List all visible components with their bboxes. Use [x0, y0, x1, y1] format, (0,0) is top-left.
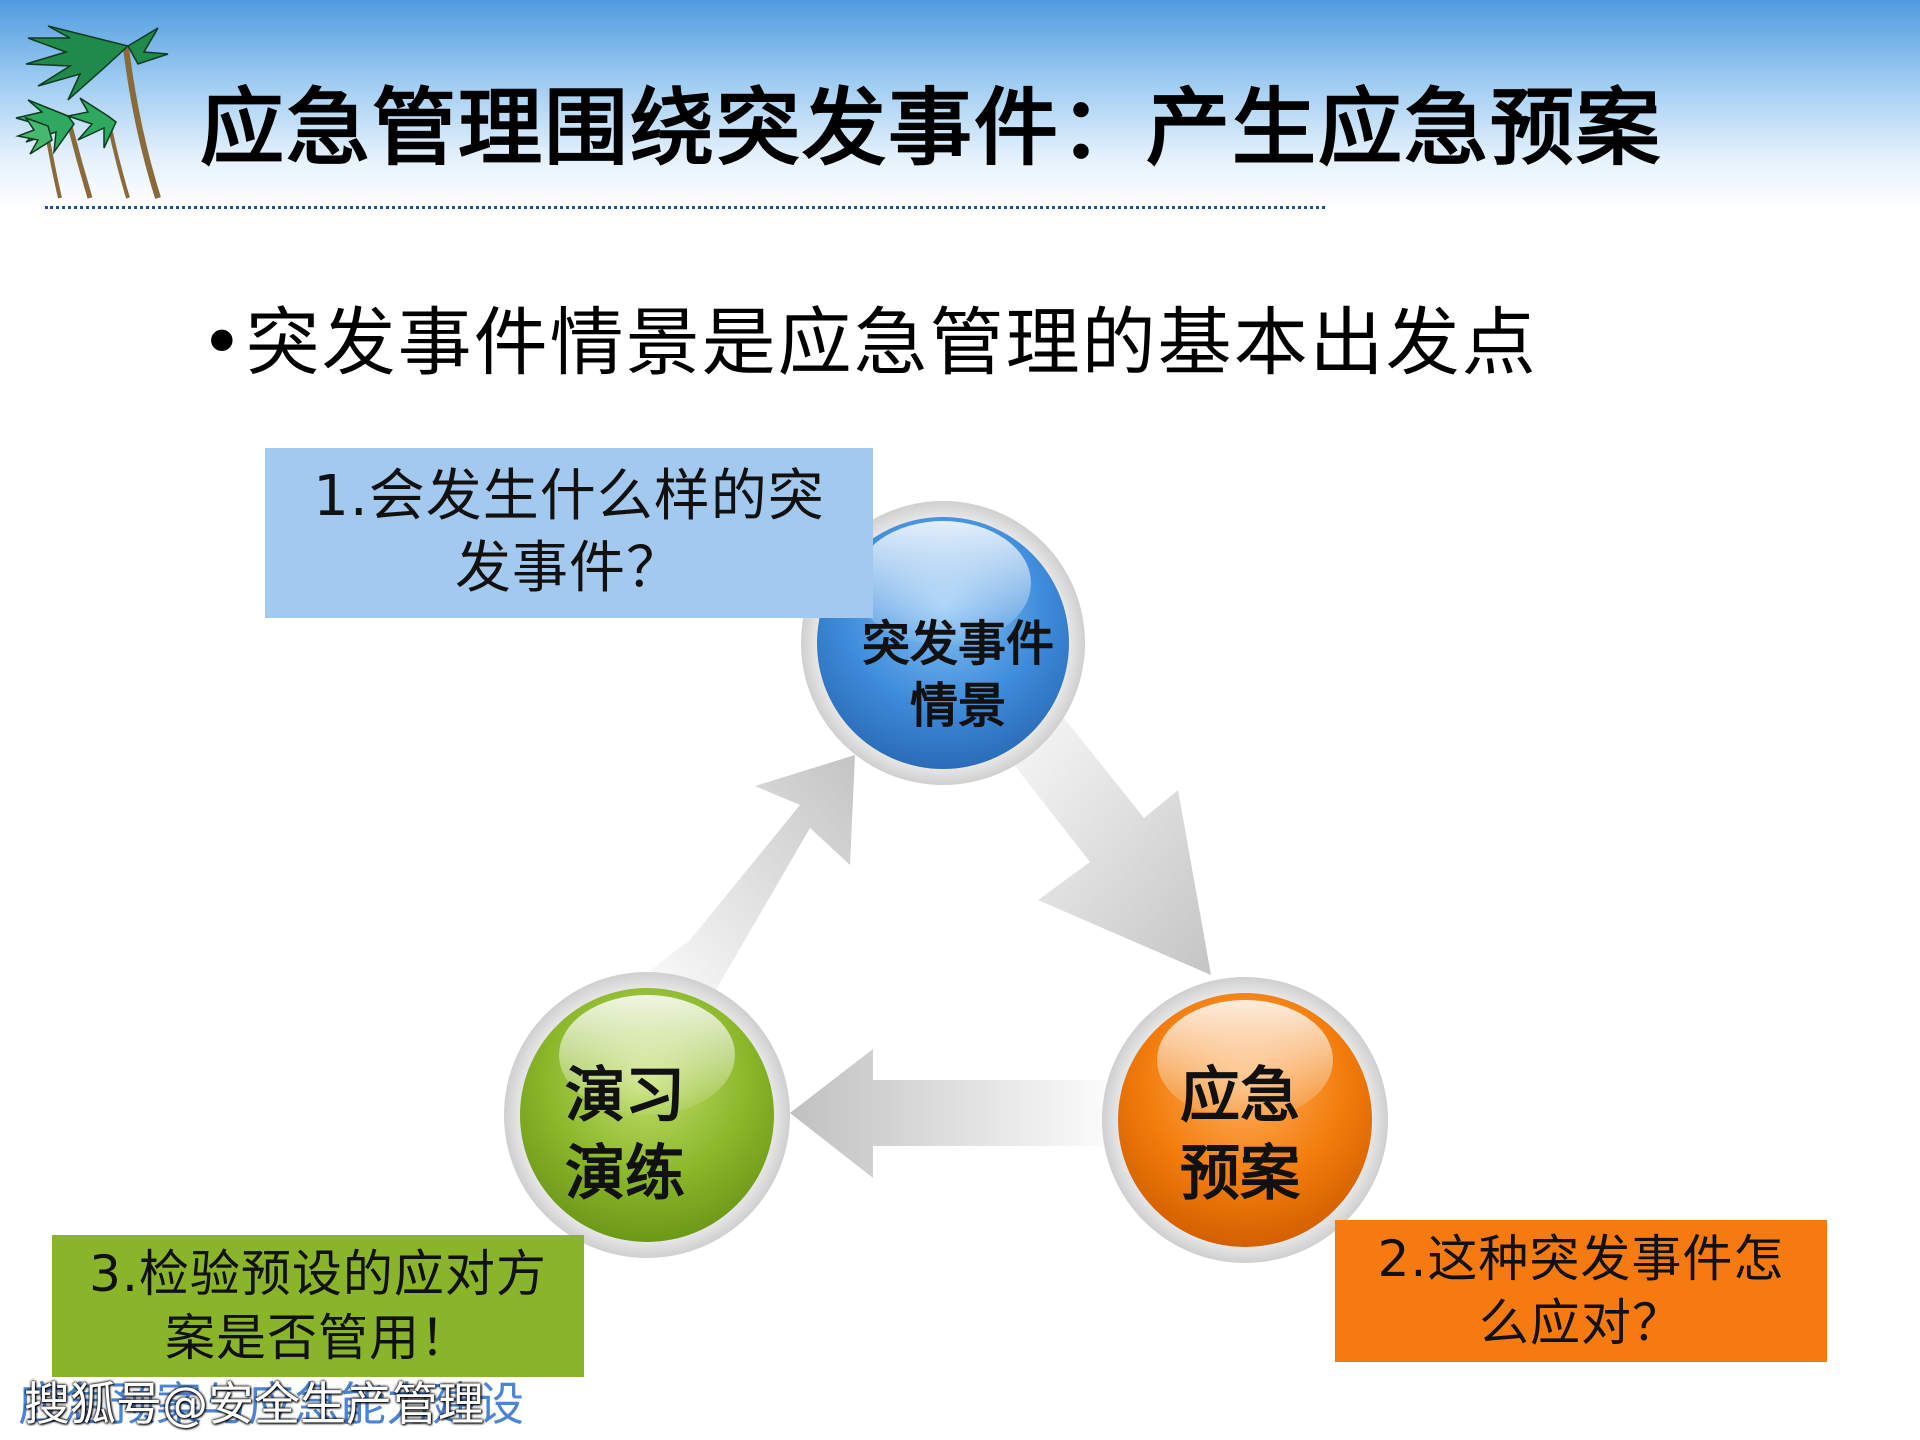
arrow-plan-to-drill	[790, 1049, 1105, 1178]
palm-trees-icon	[15, 25, 169, 199]
footer-text: 应急预案与应急能力建设	[18, 1377, 524, 1431]
arrow-drill-to-scenario	[650, 755, 855, 1000]
question-box-1: 1.会发生什么样的突 发事件？	[265, 448, 873, 618]
question-2-line2: 么应对？	[1479, 1294, 1683, 1352]
question-3-line1: 3.检验预设的应对方	[89, 1245, 547, 1303]
node-drill	[504, 972, 790, 1258]
question-box-3: 3.检验预设的应对方 案是否管用！	[52, 1235, 584, 1377]
node-drill-label-line1: 演习	[565, 1061, 685, 1131]
slide-title: 应急管理围绕突发事件：产生应急预案	[200, 79, 1663, 177]
header-background	[0, 0, 1920, 210]
watermark-text: 搜狐号@安全生产管理	[24, 1377, 484, 1431]
node-emergency-plan-label-line1: 应急	[1180, 1061, 1300, 1131]
node-emergency-plan-label: 应急 预案	[1120, 1050, 1360, 1220]
question-box-2: 2.这种突发事件怎 么应对？	[1335, 1220, 1827, 1362]
node-drill-label: 演习 演练	[505, 1050, 745, 1220]
question-3-line2: 案是否管用！	[165, 1309, 471, 1367]
node-emergency-plan	[1102, 977, 1388, 1263]
node-emergency-plan-label-line2: 预案	[1180, 1139, 1300, 1209]
question-1-line2: 发事件？	[455, 536, 683, 601]
title-divider	[45, 206, 1325, 209]
node-scenario-label-line1: 突发事件	[861, 616, 1054, 672]
watermark: 应急预案与应急能力建设 搜狐号@安全生产管理	[18, 1376, 618, 1436]
question-1-line1: 1.会发生什么样的突	[313, 464, 825, 529]
node-drill-label-line2: 演练	[565, 1139, 685, 1209]
node-scenario-label: 突发事件 情景	[818, 605, 1098, 745]
question-2-line1: 2.这种突发事件怎	[1377, 1230, 1785, 1288]
node-scenario-label-line2: 情景	[909, 678, 1006, 734]
bullet-point: •突发事件情景是应急管理的基本出发点	[200, 300, 1538, 386]
arrow-scenario-to-plan	[1010, 718, 1211, 975]
